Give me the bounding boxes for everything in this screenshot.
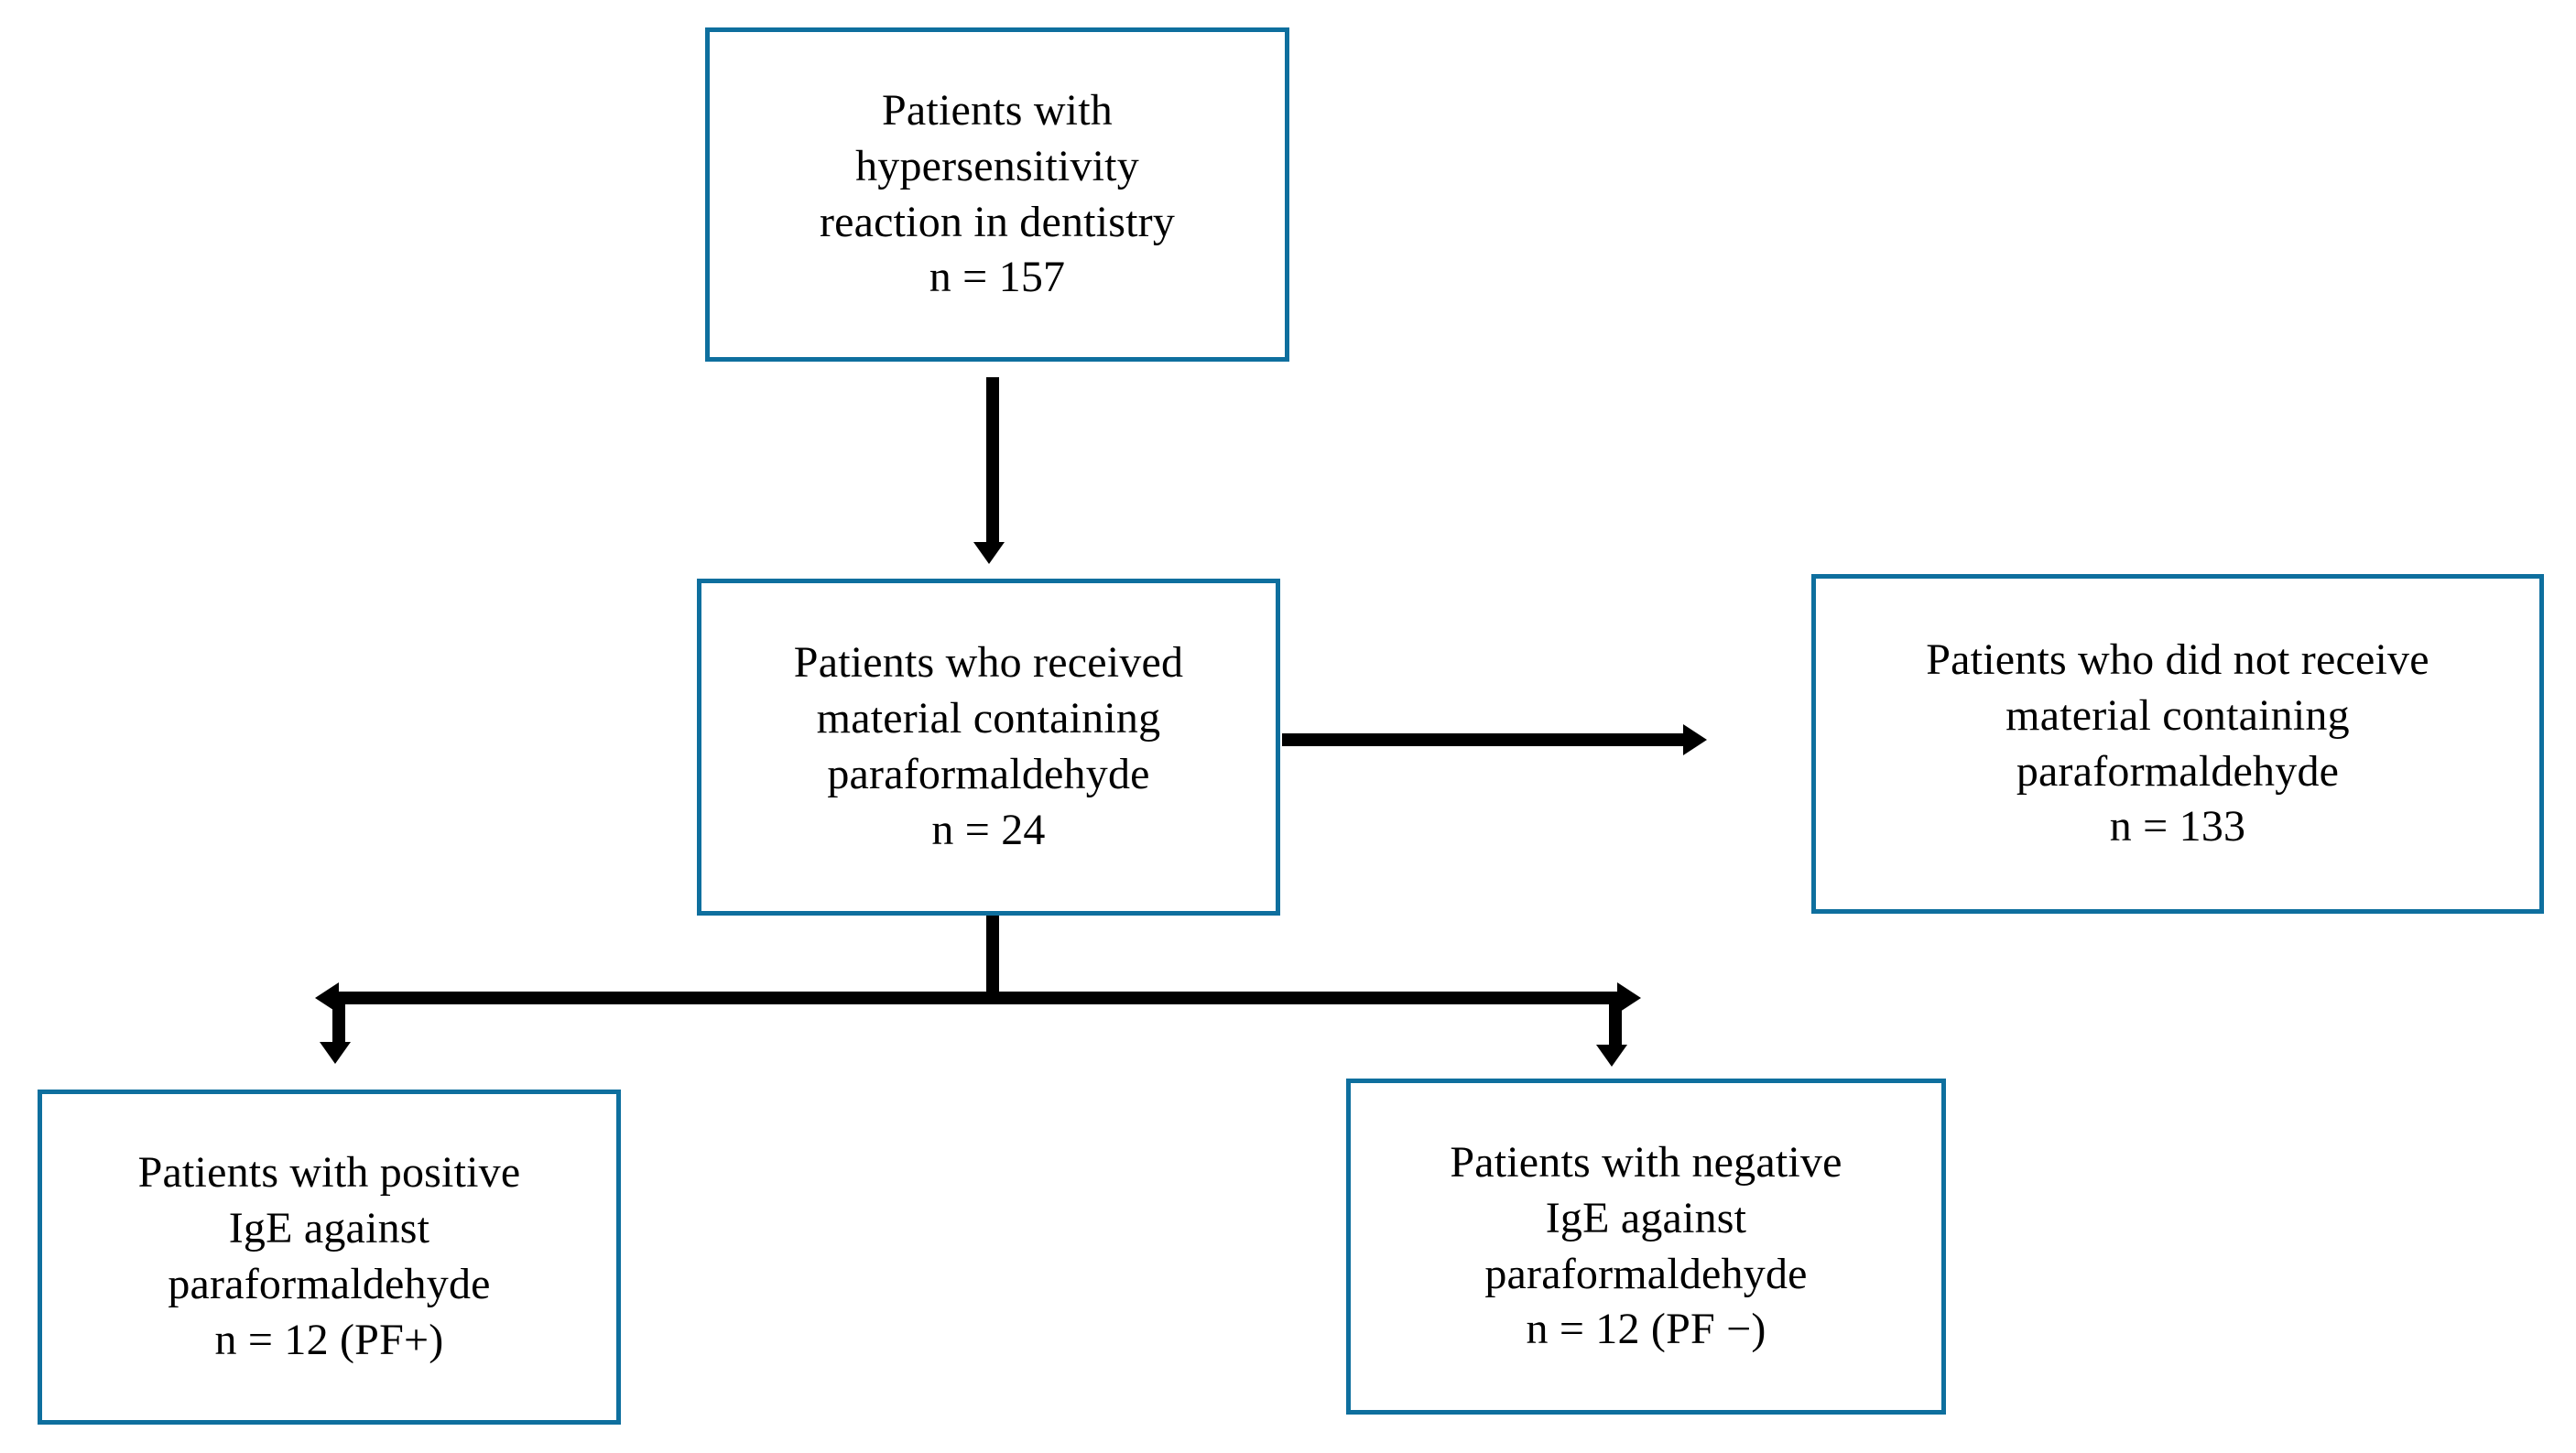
- node-not-received-paraformaldehyde: Patients who did not receive material co…: [1811, 574, 2544, 914]
- node-not-received-paraformaldehyde-label: Patients who did not receive material co…: [1926, 634, 2429, 851]
- connector-line-split-bar: [335, 992, 1621, 1004]
- arrowhead-right-icon: [1683, 724, 1707, 755]
- node-ige-positive-group: Patients with positive IgE against paraf…: [38, 1090, 621, 1425]
- arrowhead-down-right-icon: [1596, 1045, 1627, 1067]
- connector-line-split-to-ige-negative: [1609, 998, 1622, 1048]
- arrowhead-down-left-icon: [320, 1042, 351, 1064]
- arrowhead-down-icon: [973, 542, 1005, 564]
- node-hypersensitivity-cohort-label: Patients with hypersensitivity reaction …: [819, 85, 1176, 302]
- connector-line-received-to-split: [986, 916, 999, 1003]
- node-received-paraformaldehyde-label: Patients who received material containin…: [793, 638, 1184, 854]
- node-ige-negative-group: Patients with negative IgE against paraf…: [1346, 1079, 1946, 1415]
- connector-line-split-to-ige-positive: [332, 998, 345, 1046]
- node-received-paraformaldehyde: Patients who received material containin…: [697, 579, 1280, 916]
- connector-line-top-to-received: [986, 377, 999, 544]
- connector-line-received-to-not-received: [1282, 733, 1687, 746]
- node-ige-positive-group-label: Patients with positive IgE against paraf…: [137, 1148, 521, 1364]
- node-ige-negative-group-label: Patients with negative IgE against paraf…: [1450, 1137, 1842, 1354]
- node-hypersensitivity-cohort: Patients with hypersensitivity reaction …: [705, 27, 1289, 362]
